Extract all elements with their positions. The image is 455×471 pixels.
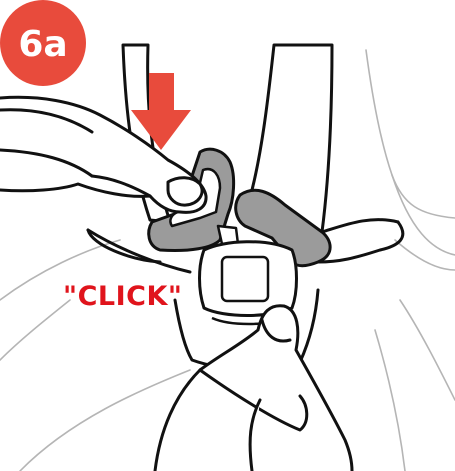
step-badge: 6a xyxy=(0,0,86,86)
click-callout: "CLICK" xyxy=(63,281,182,312)
right-hand xyxy=(155,306,352,471)
step-label: 6a xyxy=(18,24,67,65)
